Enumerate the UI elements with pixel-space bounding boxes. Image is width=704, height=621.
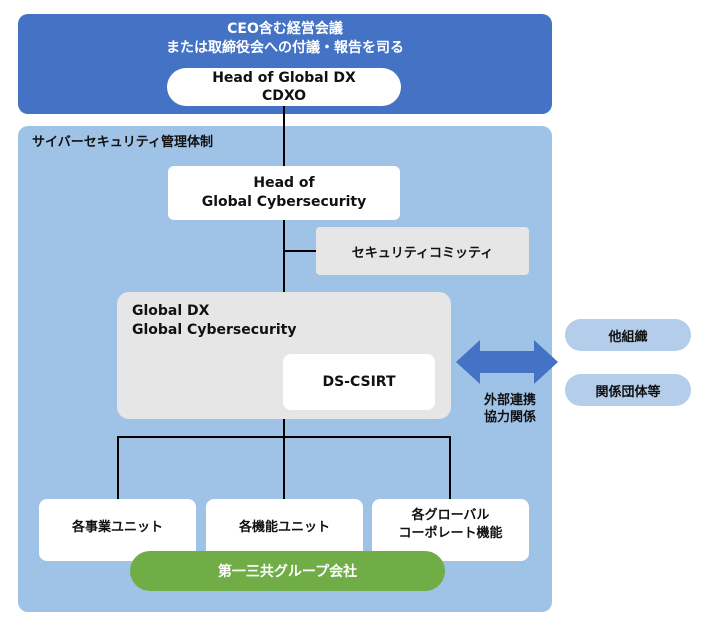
head-cybersecurity-node: Head of Global Cybersecurity [168, 166, 400, 220]
cybersecurity-panel-title: サイバーセキュリティ管理体制 [32, 135, 213, 150]
cdxo-line1: Head of Global DX [212, 70, 356, 86]
external-collaboration-label: 外部連携 協力関係 [460, 392, 560, 426]
global-dx-line1: Global DX [132, 303, 210, 319]
head-cybersecurity-line2: Global Cybersecurity [201, 194, 367, 210]
associations-label: 関係団体等 [595, 384, 661, 400]
business-unit-node: 各事業ユニット [39, 499, 196, 561]
global-dx-title: Global DX Global Cybersecurity [132, 302, 297, 340]
management-title-line2: または取締役会への付議・報告を司る [166, 40, 404, 56]
function-unit-node: 各機能ユニット [206, 499, 363, 561]
cdxo-node: Head of Global DX CDXO [167, 68, 401, 106]
security-committee-node: セキュリティコミッティ [316, 227, 529, 275]
global-corporate-node: 各グローバル コーポレート機能 [372, 499, 529, 561]
global-corporate-line1: 各グローバル [411, 508, 490, 523]
cdxo-line2: CDXO [261, 88, 307, 104]
group-companies-label: 第一三共グループ会社 [217, 564, 358, 580]
head-cybersecurity-line1: Head of [253, 175, 315, 191]
collaboration-line2: 協力関係 [483, 410, 536, 425]
business-unit-label: 各事業ユニット [71, 520, 163, 535]
other-organizations-label: 他組織 [608, 329, 648, 345]
group-companies-node: 第一三共グループ会社 [130, 551, 445, 591]
management-title: CEO含む経営会議 または取締役会への付議・報告を司る [18, 20, 552, 58]
function-unit-label: 各機能ユニット [238, 520, 330, 535]
other-organizations-node: 他組織 [565, 319, 691, 351]
ds-csirt-node: DS-CSIRT [283, 354, 435, 410]
global-dx-line2: Global Cybersecurity [132, 322, 297, 338]
double-arrow [456, 340, 558, 384]
associations-node: 関係団体等 [565, 374, 691, 406]
ds-csirt-label: DS-CSIRT [322, 374, 396, 390]
management-title-line1: CEO含む経営会議 [227, 21, 343, 37]
collaboration-line1: 外部連携 [483, 393, 536, 408]
security-committee-label: セキュリティコミッティ [351, 245, 494, 261]
global-corporate-line2: コーポレート機能 [398, 526, 503, 541]
